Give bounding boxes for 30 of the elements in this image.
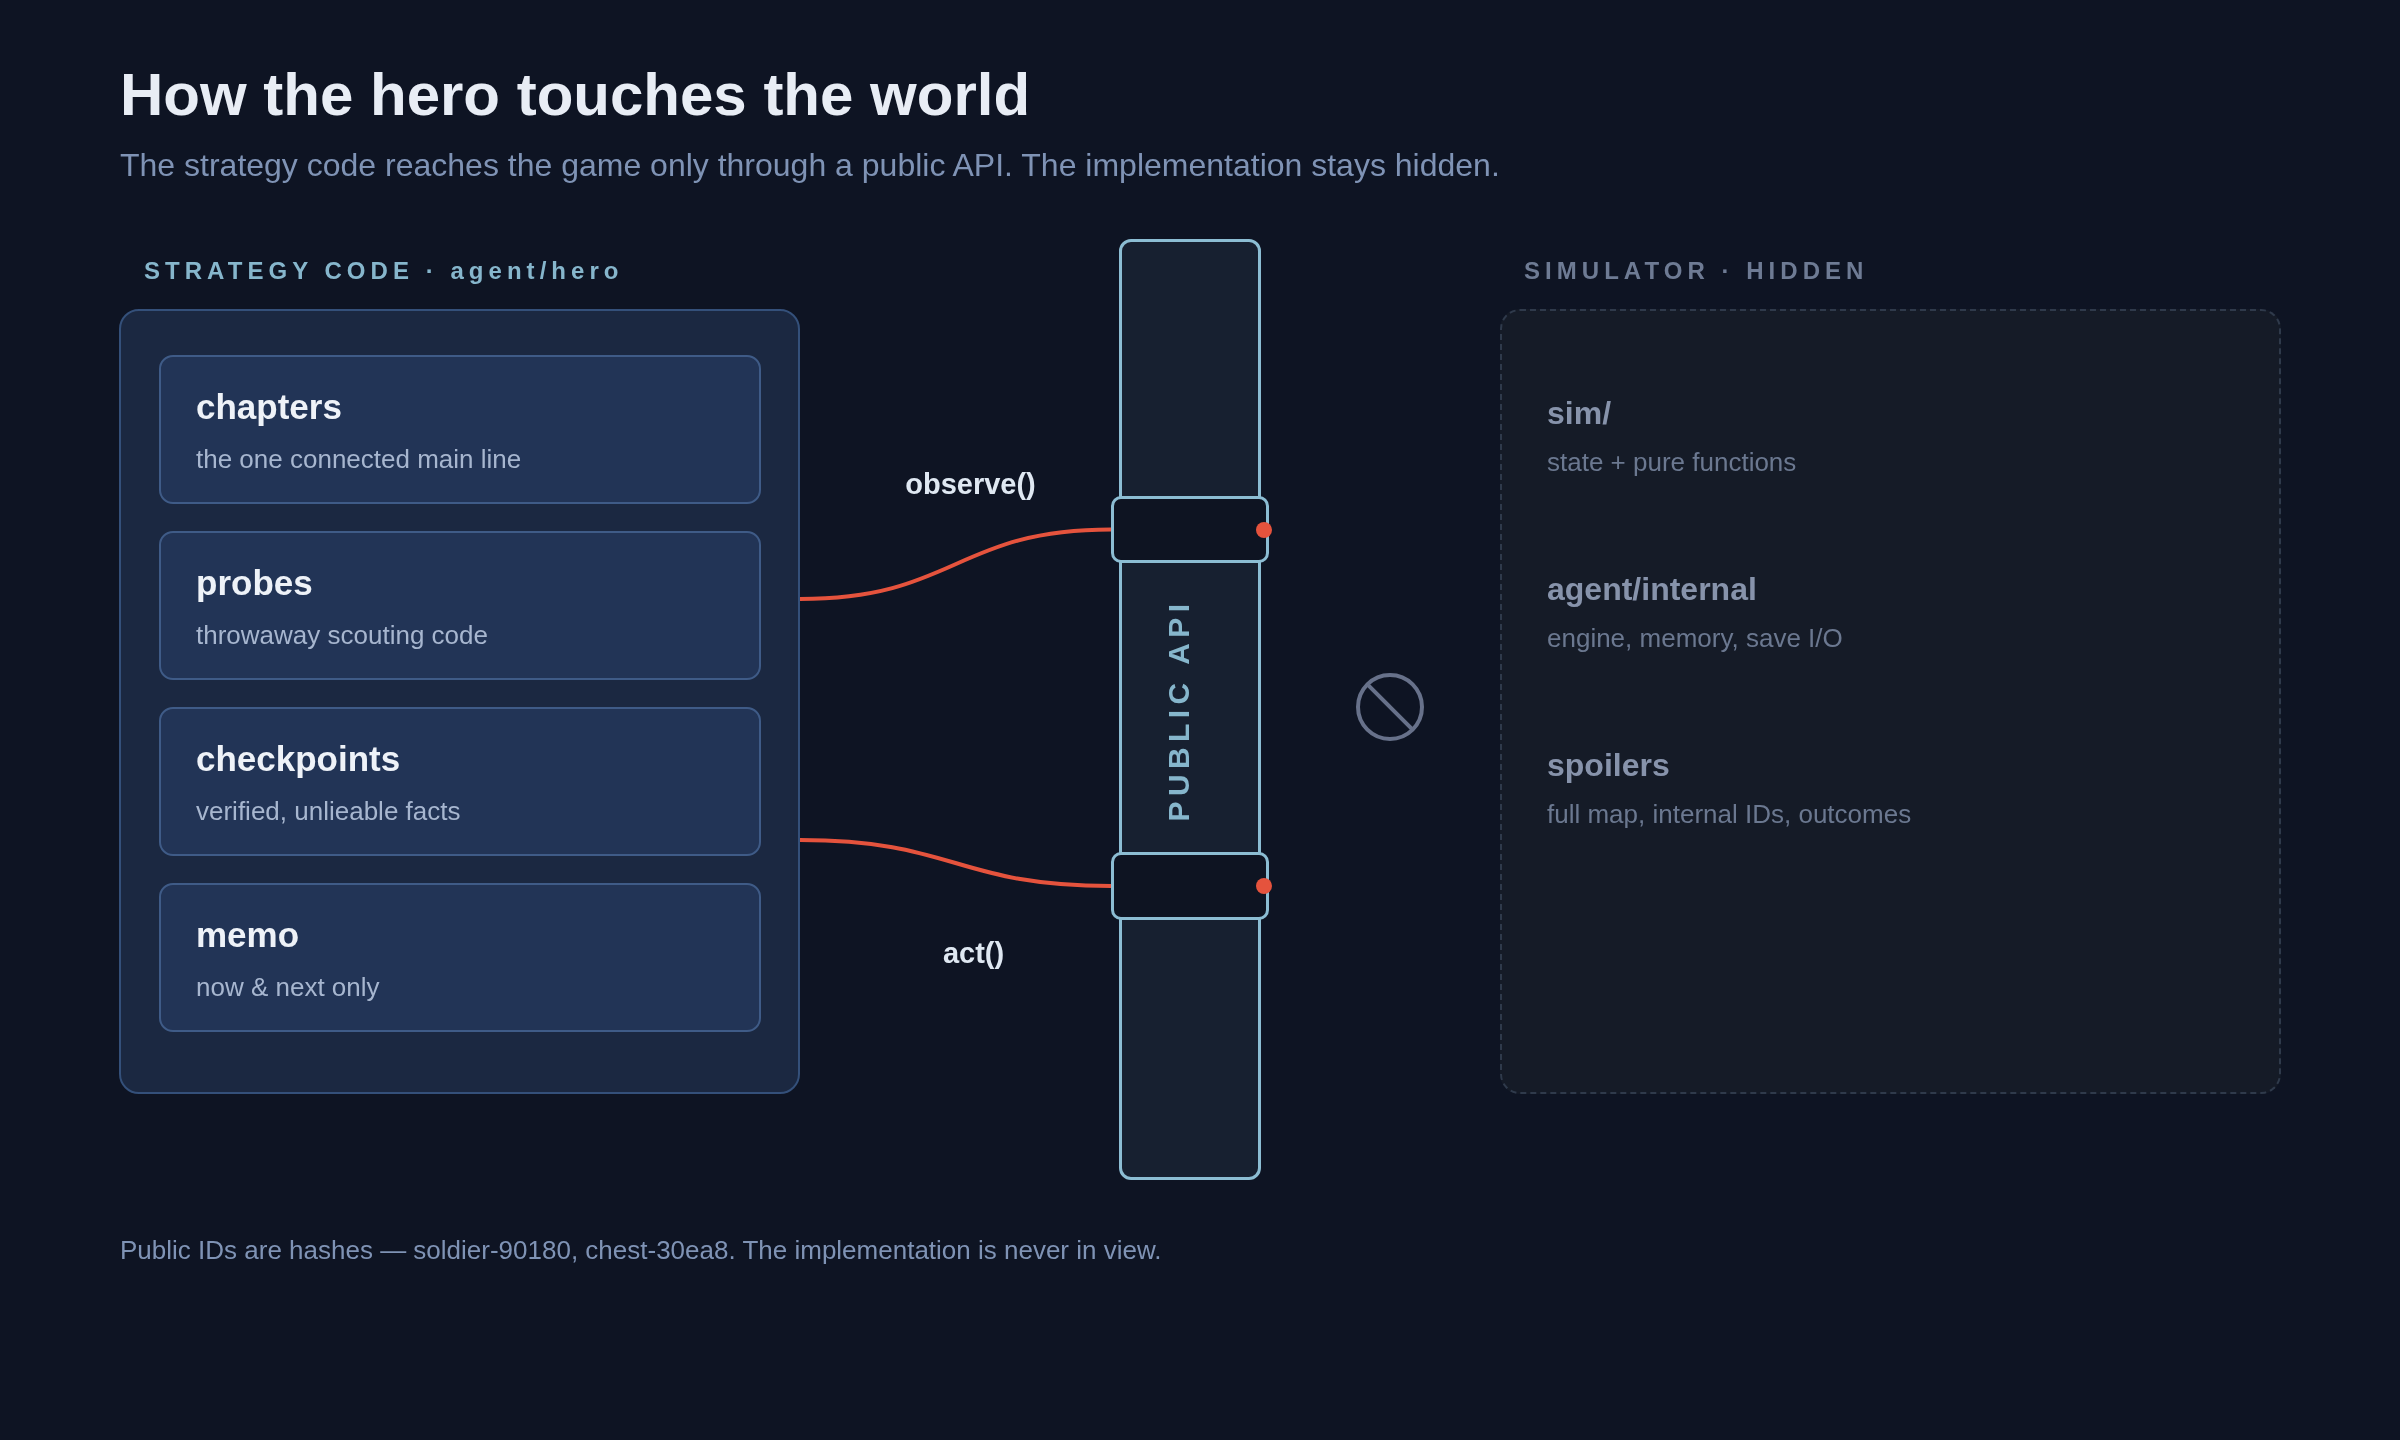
module-title: checkpoints bbox=[196, 738, 402, 780]
module-card bbox=[159, 707, 761, 856]
module-description: throwaway scouting code bbox=[196, 619, 489, 651]
module-title: chapters bbox=[196, 386, 343, 428]
edge-label: act() bbox=[942, 938, 1005, 968]
section-heading: SIMULATOR · HIDDEN bbox=[1524, 259, 1869, 283]
vertical-label: PUBLIC API bbox=[1164, 598, 1194, 821]
section-heading: STRATEGY CODE · agent/hero bbox=[144, 259, 624, 283]
edge-label: observe() bbox=[905, 469, 1036, 499]
module-description: verified, unlieable facts bbox=[196, 795, 462, 827]
module-description: the one connected main line bbox=[196, 443, 523, 475]
module-title: memo bbox=[196, 914, 301, 956]
module-description: now & next only bbox=[196, 971, 381, 1003]
connector-curve bbox=[799, 527, 1112, 601]
module-title: probes bbox=[196, 562, 314, 604]
api-port bbox=[1111, 496, 1269, 563]
module-title: agent/internal bbox=[1547, 570, 1758, 609]
subtitle-text: The strategy code reaches the game only through a public API. The implementation stays hidden. bbox=[120, 149, 1500, 181]
diagram-title: How the hero touches the world bbox=[120, 65, 1031, 125]
module-card bbox=[159, 355, 761, 504]
api-port bbox=[1111, 852, 1269, 920]
module-card bbox=[159, 883, 761, 1032]
caption-text: Public IDs are hashes — soldier-90180, chest-30ea8. The implementation is never in view. bbox=[120, 1237, 1162, 1263]
module-card bbox=[159, 531, 761, 680]
module-description: state + pure functions bbox=[1547, 446, 1797, 478]
module-title: spoilers bbox=[1547, 746, 1671, 785]
module-description: full map, internal IDs, outcomes bbox=[1547, 798, 1912, 830]
module-description: engine, memory, save I/O bbox=[1547, 622, 1843, 654]
module-title: sim/ bbox=[1547, 394, 1613, 433]
connector-curve bbox=[799, 838, 1112, 888]
